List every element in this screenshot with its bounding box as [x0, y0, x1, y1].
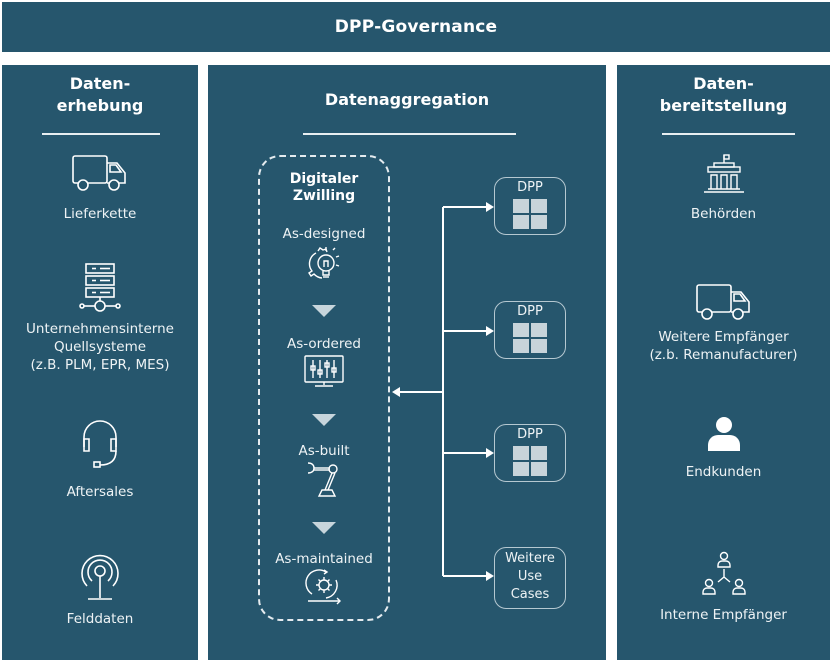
server-network-icon [79, 263, 121, 312]
flow-arrow-down [312, 414, 336, 426]
stage-as-built: As-built [258, 442, 390, 500]
panel-title-line1: Daten- [69, 74, 131, 93]
truck-icon [72, 155, 126, 191]
stage-label: As-built [298, 443, 350, 459]
grid-icon [513, 323, 547, 353]
dpp-label: DPP [517, 427, 543, 442]
item-label: Lieferkette [63, 206, 137, 222]
panel-title: Daten- bereitstellung [617, 73, 830, 117]
flow-arrow-down [312, 522, 336, 534]
dpp-label: DPP [517, 304, 543, 319]
twin-title-line1: Digitaler [289, 171, 359, 187]
arrowhead-use-cases [486, 571, 494, 581]
stage-label: As-maintained [275, 551, 373, 567]
dpp-box[interactable]: DPP [494, 424, 566, 482]
stage-label: As-designed [282, 226, 366, 242]
item-label: Endkunden [685, 464, 762, 480]
arrowhead-dpp-3 [486, 448, 494, 458]
person-icon [707, 417, 740, 451]
source-field-data: Felddaten [2, 548, 198, 628]
source-internal-systems: Unternehmensinterne Quellsysteme (z.B. P… [2, 262, 198, 374]
arrowhead-twin [392, 387, 400, 397]
gear-cycle-icon [305, 569, 341, 605]
headset-icon [83, 420, 117, 468]
item-label: Weitere Empfänger (z.b. Remanufacturer) [649, 329, 798, 363]
dpp-box[interactable]: DPP [494, 177, 566, 235]
further-use-cases-box[interactable]: Weitere Use Cases [494, 547, 566, 609]
stage-label: As-ordered [287, 336, 361, 352]
org-people-icon [701, 551, 746, 595]
connector-lines [392, 202, 494, 581]
monitor-sliders-icon [304, 355, 344, 387]
grid-icon [513, 446, 547, 476]
digital-twin-title: Digitaler Zwilling [258, 171, 390, 205]
source-aftersales: Aftersales [2, 415, 198, 501]
gear-lightbulb-icon [308, 247, 340, 279]
robot-arm-icon [307, 462, 338, 497]
item-label: Felddaten [66, 611, 134, 627]
stage-as-ordered: As-ordered [258, 335, 390, 389]
panel-title: Datenaggregation [324, 90, 490, 109]
recipient-end-customers: Endkunden [617, 415, 830, 481]
item-label: Aftersales [66, 484, 134, 500]
panel-title-line2: bereitstellung [659, 96, 788, 115]
panel-title: Daten- erhebung [2, 73, 198, 117]
dpp-label: DPP [517, 180, 543, 195]
government-building-icon [703, 154, 744, 193]
arrowhead-dpp-1 [486, 202, 494, 212]
item-label: Unternehmensinterne Quellsysteme (z.B. P… [26, 321, 174, 373]
recipient-internal: Interne Empfänger [617, 550, 830, 624]
title-divider [662, 133, 795, 135]
title-divider [42, 133, 160, 135]
recipient-authorities: Behörden [617, 153, 830, 223]
recipient-further-receivers: Weitere Empfänger (z.b. Remanufacturer) [617, 282, 830, 364]
dpp-box[interactable]: DPP [494, 301, 566, 359]
item-label: Interne Empfänger [660, 607, 787, 623]
stage-as-designed: As-designed [258, 225, 390, 283]
panel-title-line2: erhebung [56, 96, 144, 115]
item-label: Behörden [690, 206, 757, 222]
panel-data-collection: Daten- erhebung Lieferkette Unternehmens… [2, 65, 198, 660]
source-supply-chain: Lieferkette [2, 153, 198, 223]
digital-twin-container [258, 155, 390, 621]
title-divider [303, 133, 516, 135]
panel-title-line1: Daten- [693, 74, 754, 93]
panel-data-aggregation: Datenaggregation Digitaler Zwilling As-d… [208, 65, 606, 660]
governance-header: DPP-Governance [2, 2, 830, 52]
truck-icon [695, 284, 750, 320]
antenna-signal-icon [81, 554, 119, 600]
stage-as-maintained: As-maintained [258, 550, 390, 606]
grid-icon [513, 199, 547, 229]
arrowhead-dpp-2 [486, 326, 494, 336]
header-title: DPP-Governance [334, 17, 498, 37]
twin-title-line2: Zwilling [292, 188, 356, 204]
panel-data-provision: Daten- bereitstellung Behörden Weitere E… [617, 65, 830, 660]
flow-arrow-down [312, 305, 336, 317]
